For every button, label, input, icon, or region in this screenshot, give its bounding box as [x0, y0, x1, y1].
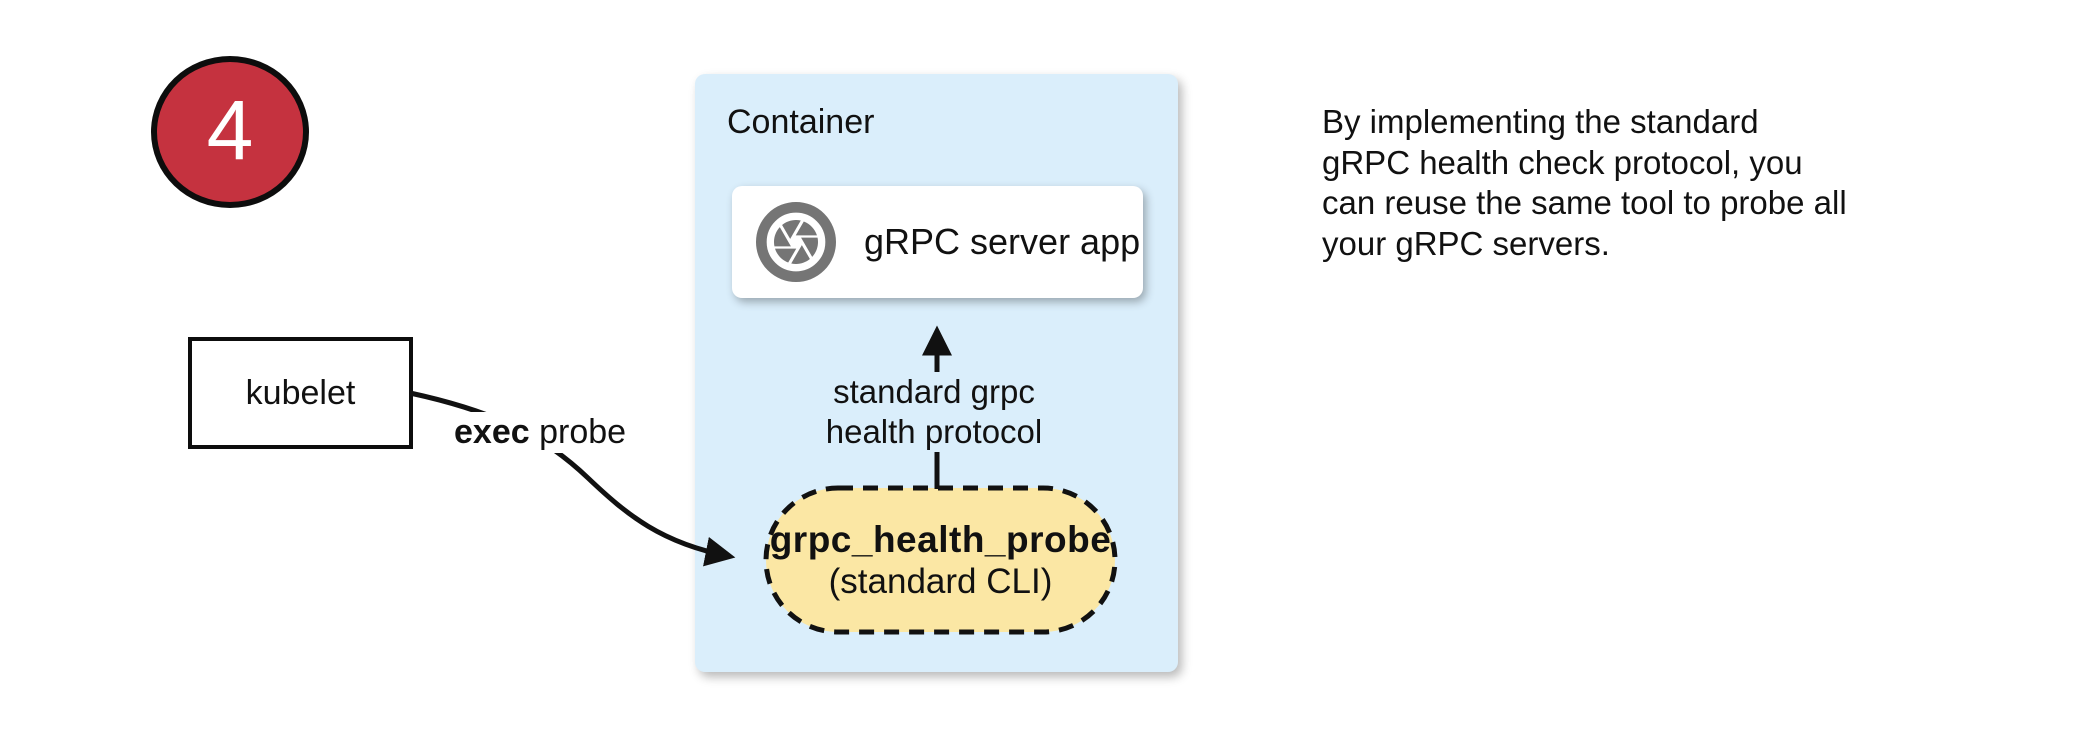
grpc-server-label: gRPC server app — [864, 221, 1141, 262]
kubelet-label: kubelet — [245, 373, 356, 412]
probe-subtitle: (standard CLI) — [828, 562, 1053, 602]
step-number: 4 — [206, 83, 254, 177]
kubelet-box: kubelet — [188, 337, 413, 449]
exec-probe-label: exec probe — [450, 412, 631, 453]
probe-text: probe — [529, 413, 627, 451]
container-label: Container — [727, 103, 875, 141]
aperture-icon — [756, 202, 836, 282]
note-text: By implementing the standard gRPC health… — [1322, 103, 1847, 262]
grpc-health-probe-pill: grpc_health_probe (standard CLI) — [763, 485, 1118, 635]
probe-name: grpc_health_probe — [769, 518, 1112, 560]
exec-text: exec — [454, 413, 530, 451]
grpc-server-box: gRPC server app — [732, 186, 1143, 298]
step-badge: 4 — [151, 56, 309, 208]
container-box: Container gRPC server app grpc_health_pr… — [695, 74, 1178, 672]
health-protocol-label: standard grpc health protocol — [800, 372, 1068, 452]
